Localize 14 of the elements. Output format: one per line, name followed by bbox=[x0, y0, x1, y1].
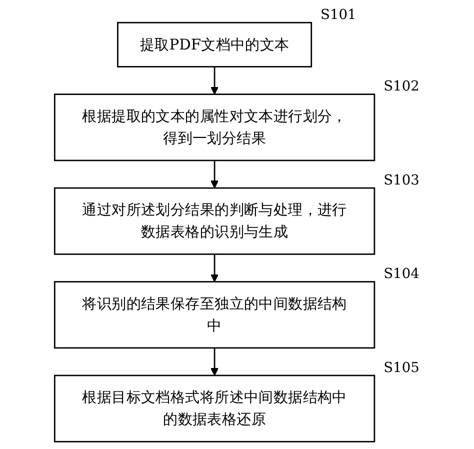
node-label: 通过对所述划分结果的判断与处理，进行数据表格的识别与生成 bbox=[82, 200, 347, 240]
step-label: S103 bbox=[384, 172, 420, 188]
step-label: S105 bbox=[384, 360, 420, 376]
arrow bbox=[210, 66, 219, 95]
node-label: 根据目标文档格式将所述中间数据结构中的数据表格还原 bbox=[82, 388, 347, 428]
step-label: S101 bbox=[320, 6, 356, 23]
arrow bbox=[210, 160, 219, 188]
node-label: 将识别的结果保存至独立的中间数据结构中 bbox=[82, 294, 347, 334]
arrow bbox=[210, 348, 219, 376]
step-label: S102 bbox=[384, 78, 420, 95]
arrow bbox=[210, 254, 219, 282]
step-label: S104 bbox=[384, 266, 420, 282]
node-label: 提取PDF文档中的文本 bbox=[140, 35, 290, 53]
node-label: 根据提取的文本的属性对文本进行划分，得到一划分结果 bbox=[82, 107, 347, 147]
